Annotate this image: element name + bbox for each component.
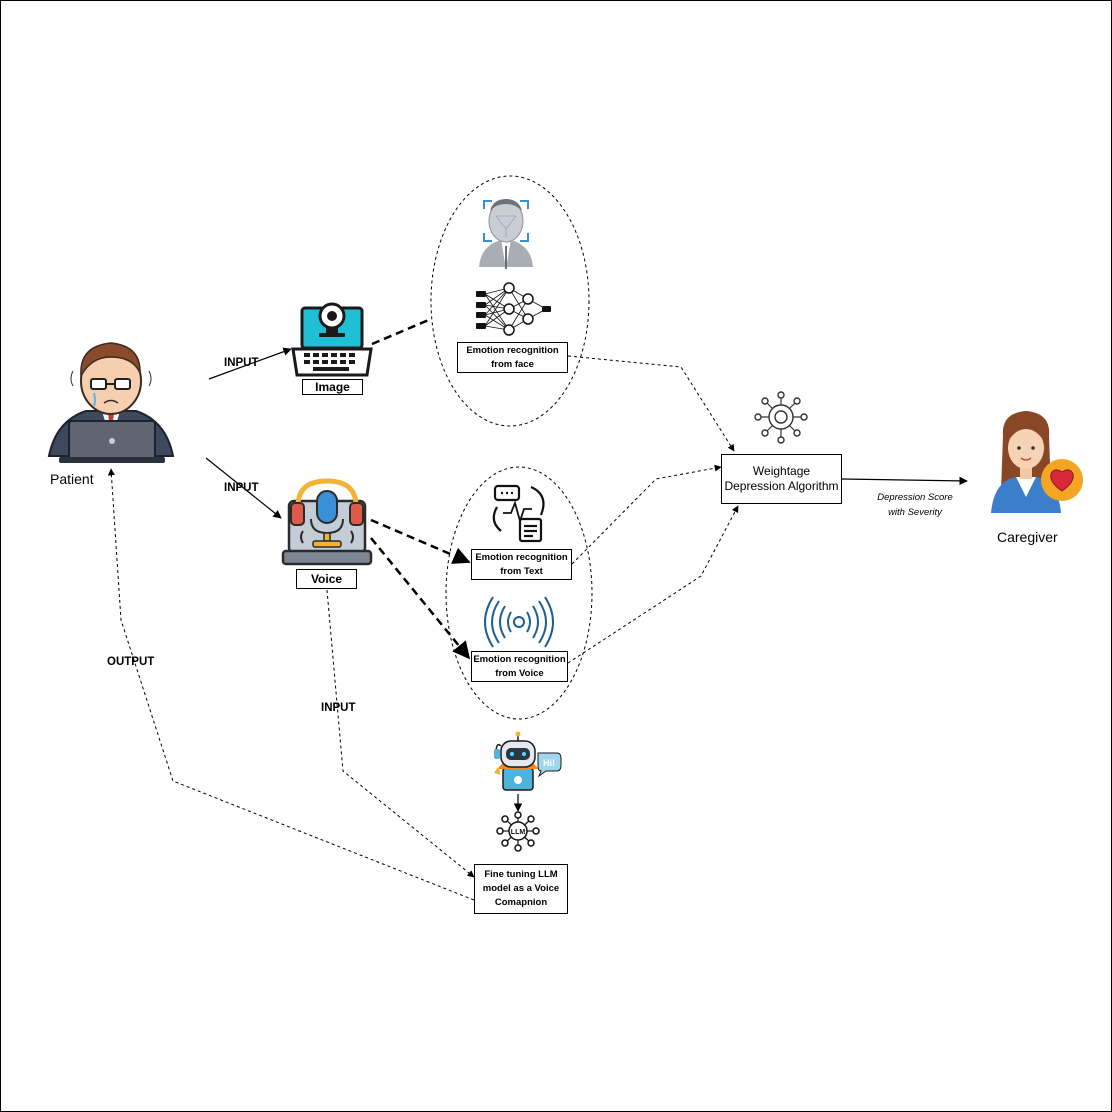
arrow-algo-to-caregiver xyxy=(841,476,968,486)
link-voice-to-voice xyxy=(370,537,471,660)
result-caption: Depression Score with Severity xyxy=(865,490,965,520)
face-module-line1: Emotion recognition xyxy=(466,344,559,356)
result-line2: with Severity xyxy=(888,507,942,518)
voice-module-box: Emotion recognition from Voice xyxy=(471,651,568,682)
link-face-to-algo xyxy=(567,355,735,452)
input-label-voice: INPUT xyxy=(224,482,259,494)
voice-tag: Voice xyxy=(296,569,357,589)
face-module-line2: from face xyxy=(491,358,534,370)
svg-text:LLM: LLM xyxy=(511,829,526,836)
ai-gear-icon xyxy=(754,391,808,444)
caregiver-label: Caregiver xyxy=(997,529,1058,545)
chatbot-robot-icon: Hi! xyxy=(494,731,562,791)
text-analysis-icon xyxy=(492,484,545,543)
caregiver-icon xyxy=(991,411,1083,513)
microphone-headphones-icon xyxy=(281,478,373,566)
link-voice-to-llm xyxy=(326,589,475,878)
link-llm-to-patient xyxy=(107,468,475,901)
link-text-to-algo xyxy=(571,464,722,565)
algorithm-line1: Weightage xyxy=(752,464,811,478)
algorithm-line2: Depression Algorithm xyxy=(724,479,839,493)
face-module-box: Emotion recognition from face xyxy=(457,342,568,373)
input-label-llm: INPUT xyxy=(321,702,356,714)
image-tag-text: Image xyxy=(315,380,350,394)
text-module-box: Emotion recognition from Text xyxy=(471,549,572,580)
sad-patient-laptop-icon xyxy=(47,342,175,463)
link-image-to-face xyxy=(371,317,432,346)
voice-wave-icon xyxy=(484,596,554,648)
input-label-image: INPUT xyxy=(224,357,259,369)
arrow-patient-to-voice xyxy=(205,457,282,519)
face-scan-icon xyxy=(479,199,533,269)
link-voice-to-text xyxy=(370,518,471,564)
llm-module-line1: Fine tuning LLM xyxy=(484,869,558,880)
neural-network-icon xyxy=(476,282,551,336)
laptop-webcam-icon xyxy=(291,302,373,377)
llm-network-icon: LLM xyxy=(496,811,540,852)
text-module-line2: from Text xyxy=(500,565,543,577)
arrow-patient-to-image xyxy=(208,347,292,380)
voice-module-line1: Emotion recognition xyxy=(473,653,566,665)
patient-label: Patient xyxy=(50,471,94,487)
llm-module-line3: Comapnion xyxy=(494,897,548,908)
algorithm-box: Weightage Depression Algorithm xyxy=(721,454,842,504)
result-line1: Depression Score xyxy=(877,492,953,503)
text-module-line1: Emotion recognition xyxy=(475,551,568,563)
llm-module-box: Fine tuning LLM model as a Voice Comapni… xyxy=(474,864,568,914)
voice-tag-text: Voice xyxy=(310,572,343,586)
output-label: OUTPUT xyxy=(107,656,155,668)
face-group-ellipse xyxy=(430,175,590,427)
svg-text:Hi!: Hi! xyxy=(543,758,555,768)
text-voice-group-ellipse xyxy=(445,466,593,720)
voice-module-line2: from Voice xyxy=(495,667,544,679)
link-voicemod-to-algo xyxy=(567,505,739,664)
image-tag: Image xyxy=(302,379,363,395)
llm-module-line2: model as a Voice xyxy=(482,883,560,894)
